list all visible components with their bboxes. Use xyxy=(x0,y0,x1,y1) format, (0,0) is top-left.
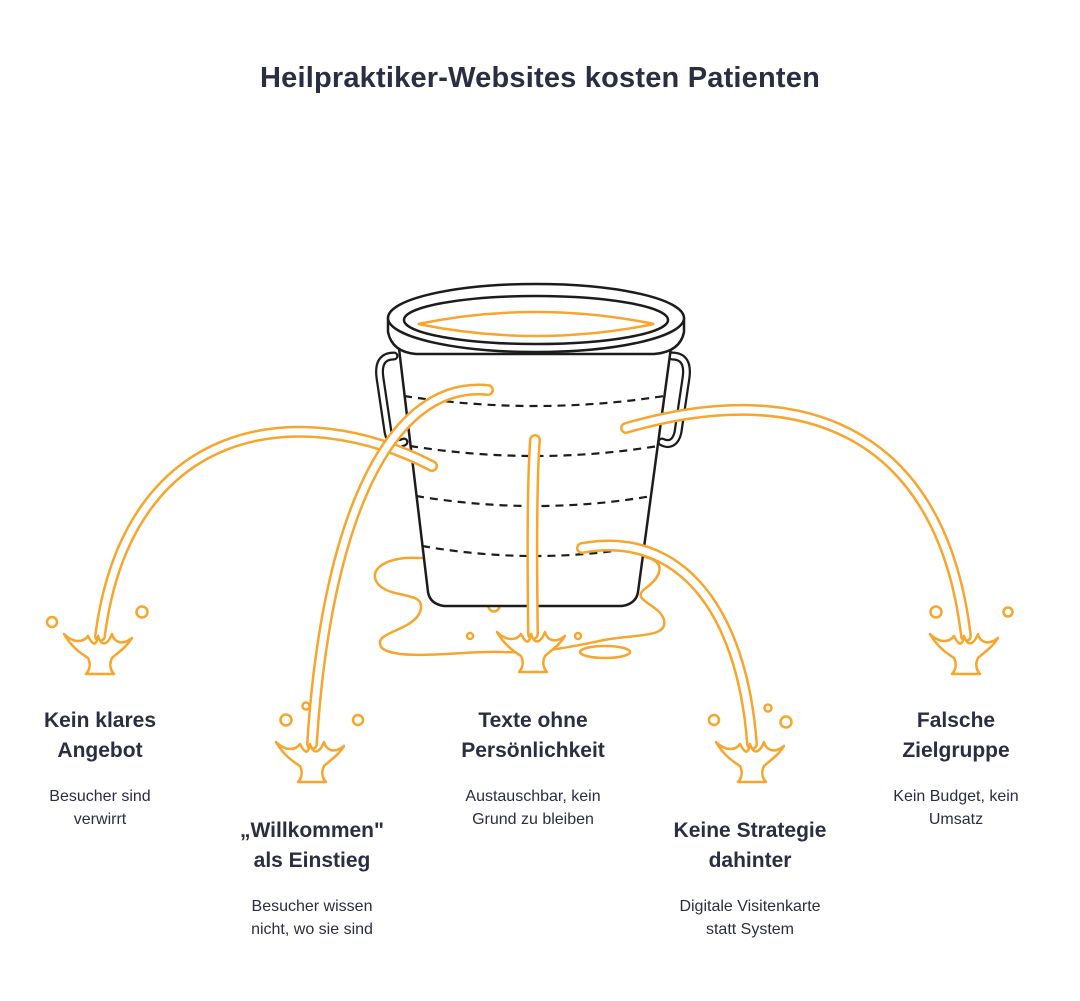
problem-item-2: „Willkommen" als Einstieg Besucher wisse… xyxy=(212,816,412,941)
problem-title: „Willkommen" als Einstieg xyxy=(240,819,384,872)
splash-4 xyxy=(707,703,793,784)
problem-title: Keine Strategie dahinter xyxy=(673,819,827,872)
problem-title: Kein klares Angebot xyxy=(43,709,157,762)
water-surface xyxy=(417,310,655,338)
splash-1 xyxy=(45,605,149,676)
problem-title: Texte ohne Persönlichkeit xyxy=(461,709,605,762)
splashes xyxy=(45,605,1014,784)
problem-item-3: Texte ohne Persönlichkeit Austauschbar, … xyxy=(423,706,643,831)
splash-3 xyxy=(495,630,567,674)
splash-5 xyxy=(928,605,1014,676)
problem-description: Austauschbar, kein Grund zu bleiben xyxy=(465,788,601,828)
puddle-drop-large xyxy=(578,644,632,660)
puddle-drop xyxy=(465,631,475,641)
problem-item-1: Kein klares Angebot Besucher sind verwir… xyxy=(10,706,190,831)
leak-streams xyxy=(94,383,972,750)
stream-center xyxy=(526,434,541,640)
problem-title: Falsche Zielgruppe xyxy=(902,709,1010,762)
splash-2 xyxy=(274,701,365,784)
problem-description: Kein Budget, kein Umsatz xyxy=(893,788,1019,828)
problem-description: Besucher wissen nicht, wo sie sind xyxy=(251,898,373,938)
problem-description: Besucher sind verwirrt xyxy=(49,788,151,828)
problem-item-4: Keine Strategie dahinter Digitale Visite… xyxy=(640,816,860,941)
stream-center-left xyxy=(306,383,494,750)
problem-description: Digitale Visitenkarte statt System xyxy=(679,898,821,938)
puddle-drop xyxy=(573,631,583,641)
stream-right-arc xyxy=(620,403,972,642)
stream-center-right xyxy=(576,539,758,750)
problem-item-5: Falsche Zielgruppe Kein Budget, kein Ums… xyxy=(866,706,1046,831)
stream-left-arc xyxy=(94,425,438,642)
page-title: Heilpraktiker-Websites kosten Patienten xyxy=(259,62,821,94)
